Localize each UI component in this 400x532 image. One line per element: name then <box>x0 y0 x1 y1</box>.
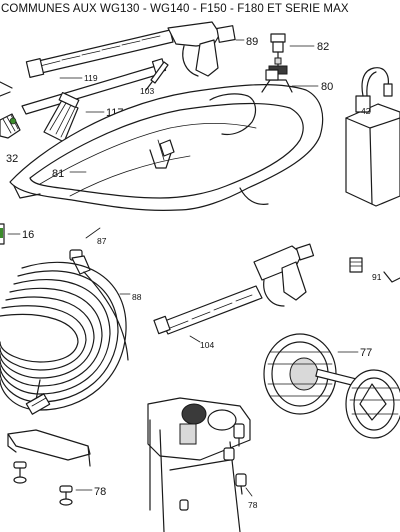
leader-78b <box>245 487 253 497</box>
callout-103: 103 <box>140 86 154 96</box>
callout-89: 89 <box>246 36 258 48</box>
leader-87 <box>85 227 101 239</box>
hose-88-part <box>0 249 129 415</box>
leader-104 <box>189 335 201 343</box>
callout-16: 16 <box>22 229 34 241</box>
callout-81: 81 <box>52 168 64 180</box>
callout-42: 42 <box>361 106 371 116</box>
part-16 <box>0 223 5 245</box>
fitting-82-part <box>268 33 288 75</box>
foot-78a-part <box>13 461 73 506</box>
wheels-77-part <box>263 333 400 439</box>
callout-119: 119 <box>84 73 98 83</box>
edge-nozzle-part <box>0 81 13 97</box>
callout-91: 91 <box>372 272 382 282</box>
header-title: COMMUNES AUX WG130 - WG140 - F150 - F180… <box>1 3 349 15</box>
callout-32: 32 <box>6 153 18 165</box>
turbo-nozzle-117-part <box>43 91 80 143</box>
callout-80: 80 <box>321 81 333 93</box>
foot-78b-part <box>179 423 247 511</box>
fitting-91-part <box>349 257 400 283</box>
callout-78a: 78 <box>94 486 106 498</box>
lance-104-gun-part <box>153 243 315 335</box>
nozzle-32-part <box>0 113 21 139</box>
callout-77: 77 <box>360 347 372 359</box>
detergent-tank-42-part <box>345 67 400 207</box>
callout-88: 88 <box>132 292 142 302</box>
callout-104: 104 <box>200 340 214 350</box>
axle-bracket-part <box>7 429 91 467</box>
lance-103-part <box>145 61 169 91</box>
main-housing-80-part <box>9 69 324 211</box>
callout-78b: 78 <box>248 500 258 510</box>
callout-82: 82 <box>317 41 329 53</box>
frame-motor-part <box>147 397 251 532</box>
callout-87: 87 <box>97 236 107 246</box>
spray-lance-gun-part <box>25 21 236 78</box>
